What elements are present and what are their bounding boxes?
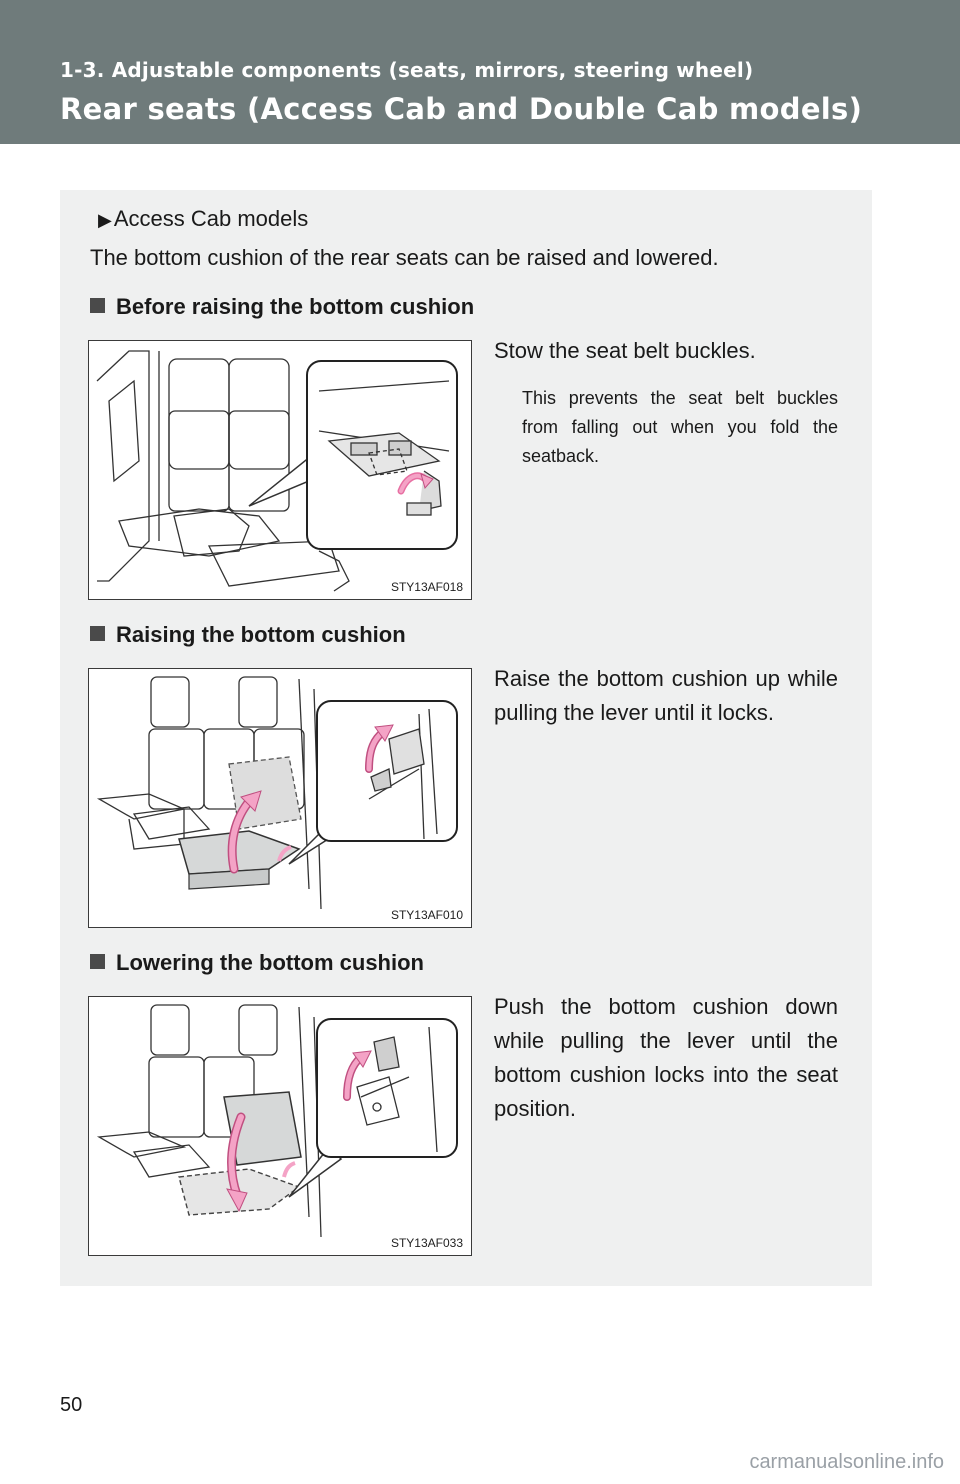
figure-code: STY13AF033: [390, 1236, 463, 1250]
square-bullet-icon: [90, 954, 105, 969]
intro-bullet: ▶Access Cab models: [98, 202, 308, 237]
raise-cushion-illustration: [96, 676, 458, 910]
square-bullet-icon: [90, 626, 105, 641]
figure-raise-cushion: STY13AF010: [88, 668, 472, 928]
intro-bullet-label: Access Cab models: [113, 206, 309, 231]
square-bullet-icon: [90, 298, 105, 313]
subheading-lowering: Lowering the bottom cushion: [90, 948, 424, 978]
page-number: 50: [60, 1394, 83, 1416]
subheading-before-raising: Before raising the bottom cushion: [90, 292, 474, 322]
watermark: carmanualsonline.info: [749, 1451, 944, 1473]
lower-cushion-illustration: [96, 1004, 458, 1238]
instruction-stow: Stow the seat belt buckles.: [494, 338, 756, 363]
subheading-label: Lowering the bottom cushion: [116, 950, 424, 975]
page-title: Rear seats (Access Cab and Double Cab mo…: [60, 92, 863, 126]
subheading-raising: Raising the bottom cushion: [90, 620, 406, 650]
section-heading: 1-3. Adjustable components (seats, mirro…: [60, 58, 754, 82]
triangle-bullet-icon: ▶: [98, 210, 112, 230]
instruction-lower: Push the bottom cushion down while pulli…: [494, 994, 838, 1121]
intro-text: The bottom cushion of the rear seats can…: [90, 245, 719, 270]
subheading-label: Raising the bottom cushion: [116, 622, 406, 647]
note-stow: This prevents the seat belt buckles from…: [522, 388, 838, 466]
figure-stow-buckles: STY13AF018: [88, 340, 472, 600]
figure-lower-cushion: STY13AF033: [88, 996, 472, 1256]
stow-buckles-illustration: [96, 350, 458, 592]
instruction-raise: Raise the bottom cushion up while pullin…: [494, 666, 838, 725]
figure-code: STY13AF018: [390, 580, 463, 594]
figure-code: STY13AF010: [390, 908, 463, 922]
header-bar: 1-3. Adjustable components (seats, mirro…: [0, 0, 960, 144]
subheading-label: Before raising the bottom cushion: [116, 294, 475, 319]
